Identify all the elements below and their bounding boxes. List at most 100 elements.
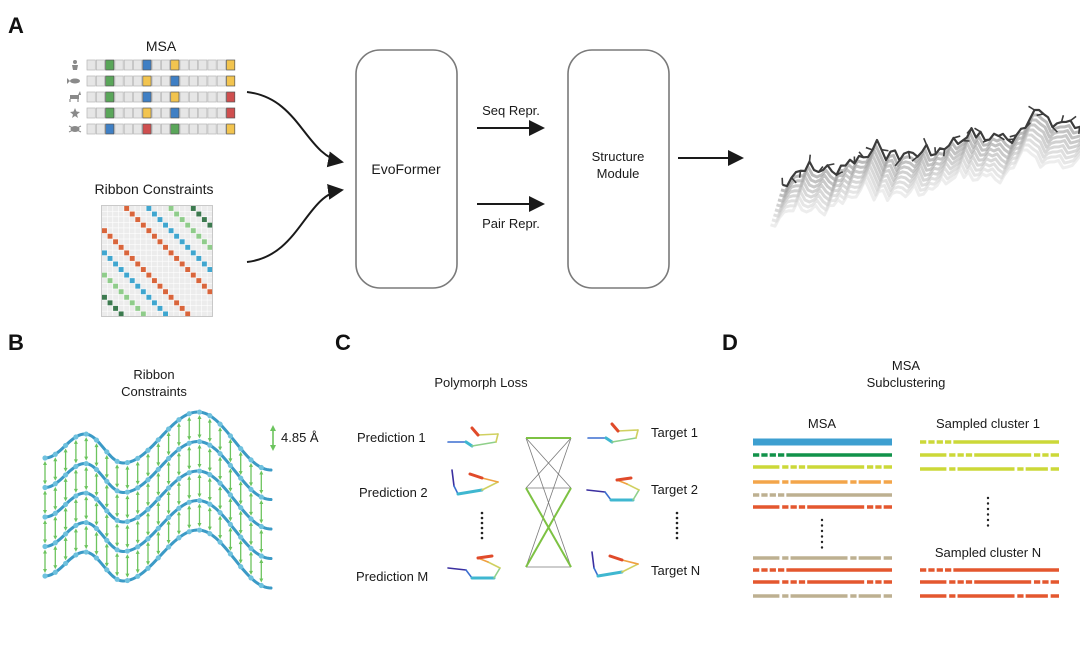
prediction-ellipsis-dot [480,511,484,515]
constraint-cell-blue [146,206,152,211]
constraint-cell [185,239,191,245]
protein-cartoons [447,422,640,580]
msa-cell [86,75,96,87]
constraint-cell [174,206,180,211]
constraint-cell [201,289,207,295]
constraint-cell [196,300,202,306]
residue-node [83,519,89,526]
residue-node [207,531,213,537]
constraint-cell [107,239,113,245]
constraint-cell [146,211,152,217]
constraint-cell [118,211,124,217]
protein-segment [481,481,499,491]
constraint-cell [146,278,152,284]
panel-a: A MSA Ribbon Constraints EvoFormer Seq R… [8,13,1080,317]
panel-d: D MSA Subclustering MSA Sampled cluster … [722,330,1059,598]
residue-node [207,501,213,507]
constraint-cell [124,261,130,267]
constraint-cell [146,244,152,250]
structure-module-box [567,49,670,289]
constraint-cell [185,206,191,211]
constraint-cell [151,217,157,223]
constraint-cell [157,300,163,306]
constraint-cell-orange [157,239,163,245]
constraint-cell [157,272,163,278]
matching-graph [525,437,572,568]
residue-node [227,551,233,557]
msa-sequence-lines [753,438,1059,598]
residue-node [186,411,192,417]
msa-residue-blue [170,75,180,87]
cluster1-sequence [1042,453,1049,457]
residue-node [217,539,223,545]
msa-sequence [786,453,892,457]
constraint-cell [196,250,202,256]
constraint-cell [124,300,130,306]
side-chain [934,147,937,155]
constraint-cell [196,217,202,223]
constraint-cell-blue [163,311,168,317]
constraint-cell [174,217,180,223]
constraint-cell [168,217,174,223]
residue-node [176,535,182,541]
constraint-cell [190,294,196,300]
constraint-cell [129,272,135,278]
constraint-cell [179,206,185,211]
unmatched-edge [525,437,572,568]
constraint-cell [151,289,157,295]
constraint-cell [146,289,152,295]
constraint-cell [201,233,207,239]
constraint-cell [179,244,185,250]
constraint-cell [179,255,185,261]
msa-residue-blue [170,107,180,119]
ellipsis-dots [480,511,679,540]
constraint-cell-orange [196,278,202,284]
residue-node [114,517,120,523]
constraint-cell [146,233,152,239]
prediction-1-label: Prediction 1 [357,430,426,445]
constraint-cell [207,255,213,261]
constraint-cell [157,250,163,256]
constraint-cell [102,261,107,267]
clusterN-sequence [974,580,1032,584]
msa-cell [114,75,124,87]
constraint-cell-blue [135,283,141,289]
constraint-cell [190,261,196,267]
msa-sequence [790,594,848,598]
constraint-cell [118,294,124,300]
residue-node [42,455,48,461]
protein-segment [451,469,455,487]
msa-residue-blue [142,91,152,103]
fish-icon [67,78,80,84]
residue-node [124,518,130,525]
human-icon [72,60,78,70]
constraint-cell [135,294,141,300]
constraint-cell-lightgreen [118,289,124,295]
constraint-cell-darkgreen [113,305,119,311]
residue-node [207,472,213,478]
ribbon-strands [42,409,273,590]
target-ellipsis-dot [675,536,679,540]
cluster1-sequence [1050,467,1059,471]
residue-node [104,449,110,455]
constraint-cell [113,211,119,217]
constraint-cell [163,278,168,284]
protein-backbone-shadow [776,128,1080,208]
msa-cell [216,91,226,103]
side-chain [817,166,824,173]
constraint-cell [174,239,180,245]
constraint-cell [107,305,113,311]
matrix-border [101,205,213,317]
constraint-cell [168,211,174,217]
msa-cell [188,59,198,71]
constraint-cell [157,222,163,228]
clusterN-sequence [949,580,956,584]
constraint-cell [129,289,135,295]
constraint-cell-orange [129,211,135,217]
constraint-cell [201,300,207,306]
clusterN-sequence [953,568,1059,572]
cluster-ellipsis-dot [986,496,990,500]
panel-letter-c: C [335,330,351,355]
constraint-cell [157,267,163,272]
msa-query-sequence [753,438,892,446]
